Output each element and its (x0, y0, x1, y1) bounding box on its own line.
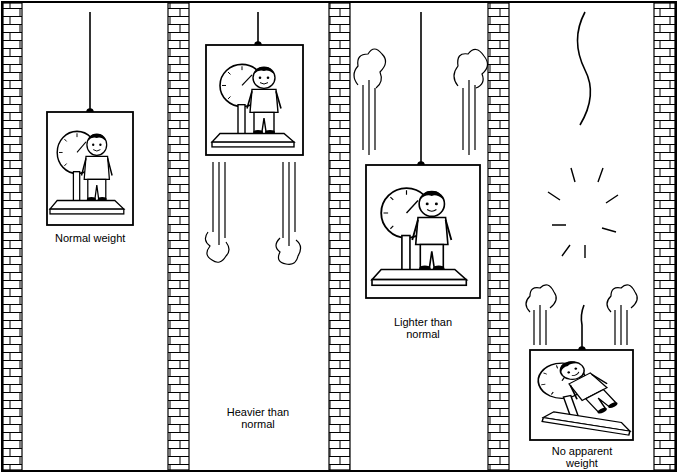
caption-label: Heavier than normal (215, 406, 301, 430)
elevator-cars (47, 45, 633, 440)
motion-lines (205, 49, 637, 345)
caption-label: No apparent weight (540, 445, 624, 469)
caption-label: Lighter than normal (380, 316, 466, 340)
cables (87, 12, 590, 353)
brick-walls (3, 3, 675, 470)
caption-label: Normal weight (53, 232, 127, 244)
break-marks (548, 168, 618, 258)
